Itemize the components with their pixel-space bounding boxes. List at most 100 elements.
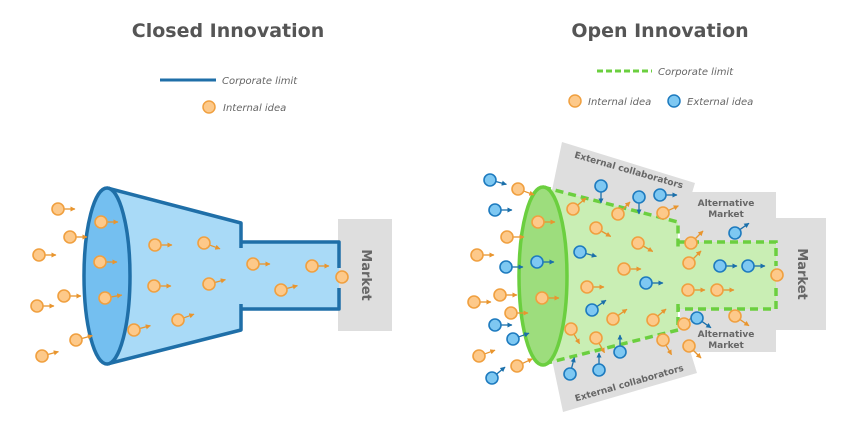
internal-idea-icon (472, 349, 496, 363)
open-ideas-layer (467, 173, 784, 385)
internal-idea-icon (127, 323, 151, 337)
idea-circle (485, 371, 499, 385)
alt-market-top-line2: Market (708, 210, 744, 220)
external-idea-icon (488, 318, 513, 332)
idea-circle (504, 306, 518, 320)
open-innovation-panel: Open Innovation Corporate limit Internal… (467, 20, 826, 412)
internal-idea-icon (656, 333, 673, 356)
idea-arrow (598, 342, 606, 354)
internal-idea-icon (148, 238, 173, 252)
idea-circle (63, 230, 77, 244)
idea-circle (564, 322, 578, 336)
idea-circle (30, 299, 44, 313)
idea-arrow (81, 334, 93, 340)
alt-market-top-line1: Alternative (698, 199, 755, 209)
open-title: Open Innovation (571, 20, 748, 42)
idea-arrow (484, 349, 496, 355)
external-idea-icon (594, 179, 608, 204)
external-idea-icon (530, 255, 555, 269)
idea-circle (682, 256, 696, 270)
idea-circle (511, 182, 525, 196)
idea-circle (274, 283, 288, 297)
idea-arrow (739, 318, 750, 327)
internal-idea-icon (656, 205, 679, 220)
external-idea-icon (690, 311, 712, 329)
internal-idea-icon (171, 313, 195, 327)
idea-arrow (570, 357, 576, 369)
idea-circle (728, 226, 742, 240)
idea-circle (566, 202, 580, 216)
idea-circle (770, 268, 784, 282)
idea-arrow (701, 320, 712, 329)
idea-circle (202, 277, 216, 291)
internal-idea-icon (305, 259, 330, 273)
closed-corporate-limit (106, 186, 341, 366)
idea-circle (684, 236, 698, 250)
idea-arrow (110, 293, 123, 299)
external-idea-icon (632, 190, 646, 215)
internal-idea-legend-icon (202, 100, 216, 114)
idea-circle (510, 359, 524, 373)
internal-idea-icon (681, 283, 706, 297)
internal-idea-icon (564, 322, 581, 345)
internal-idea-icon (589, 221, 612, 238)
internal-idea-icon (580, 280, 605, 294)
idea-circle (127, 323, 141, 337)
closed-funnel-body (107, 188, 339, 364)
internal-idea-icon (35, 349, 59, 363)
idea-circle (500, 230, 514, 244)
idea-circle (592, 363, 606, 377)
external-idea-icon (613, 334, 627, 359)
internal-idea-icon (98, 291, 123, 305)
idea-arrow (495, 180, 507, 186)
idea-circle (171, 313, 185, 327)
idea-arrow (522, 358, 533, 365)
idea-circle (677, 317, 691, 331)
open-legend-external-label: External idea (687, 97, 753, 108)
idea-circle (51, 202, 65, 216)
external-idea-icon (741, 259, 766, 273)
external-idea-icon (483, 173, 507, 187)
internal-idea-icon (63, 230, 88, 244)
idea-circle (93, 255, 107, 269)
internal-idea-icon (30, 299, 55, 313)
closed-legend-limit-label: Corporate limit (222, 76, 298, 87)
internal-idea-icon (684, 230, 704, 250)
internal-idea-icon (504, 306, 529, 320)
internal-idea-icon (617, 262, 642, 276)
idea-circle (606, 312, 620, 326)
internal-idea-icon (32, 248, 57, 262)
idea-arrow (585, 252, 597, 258)
internal-idea-icon (710, 283, 735, 297)
internal-idea-icon (682, 339, 702, 359)
idea-circle (617, 262, 631, 276)
idea-arrow (214, 278, 226, 284)
idea-arrow (600, 230, 612, 238)
idea-arrow (523, 190, 535, 196)
external-idea-icon (592, 352, 606, 377)
idea-arrow (692, 250, 702, 260)
internal-idea-icon (535, 291, 560, 305)
closed-legend: Corporate limit Internal idea (160, 76, 298, 114)
idea-arrow (621, 201, 631, 211)
internal-idea-icon (93, 255, 118, 269)
idea-arrow (573, 333, 581, 345)
idea-circle (530, 255, 544, 269)
idea-arrow (668, 205, 679, 212)
internal-idea-icon (274, 283, 298, 297)
idea-circle (573, 245, 587, 259)
internal-idea-icon (197, 236, 221, 250)
open-corporate-limit (542, 185, 778, 366)
idea-circle (472, 349, 486, 363)
idea-arrow (692, 349, 702, 359)
idea-circle (632, 190, 646, 204)
idea-circle (94, 215, 108, 229)
idea-circle (631, 236, 645, 250)
idea-circle (246, 257, 260, 271)
idea-arrow (642, 245, 654, 253)
internal-idea-icon (147, 279, 172, 293)
internal-idea-icon (510, 358, 533, 373)
internal-idea-icon (246, 257, 271, 271)
idea-circle (580, 280, 594, 294)
idea-circle (531, 215, 545, 229)
